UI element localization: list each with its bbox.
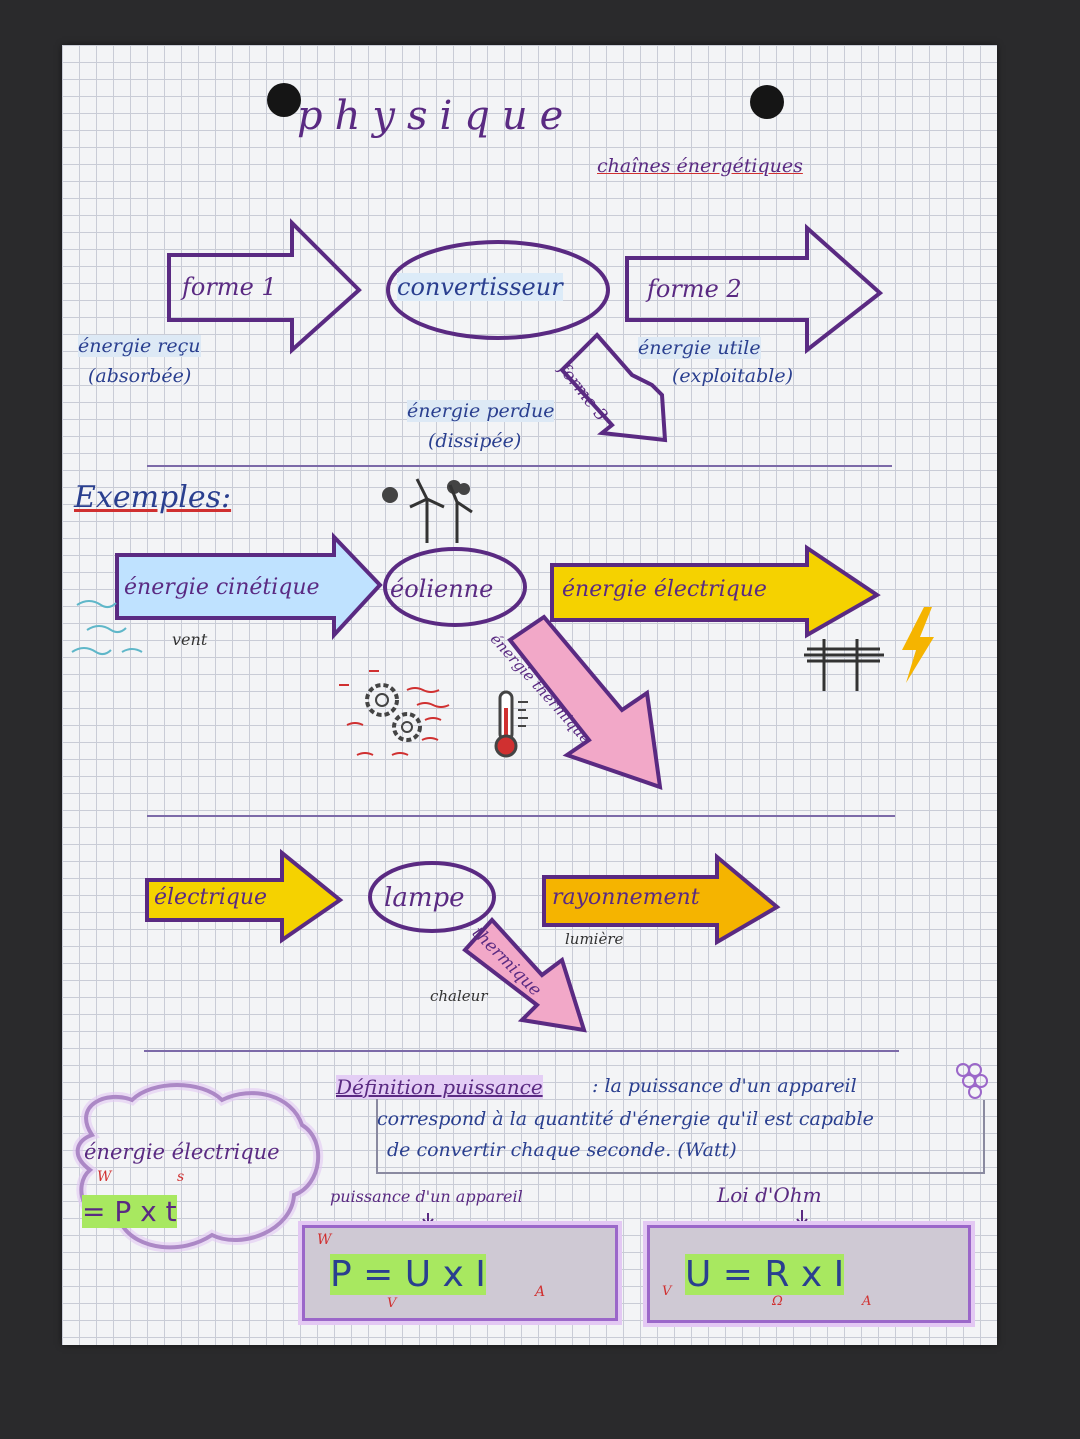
ohm-formula: U = R x I <box>685 1254 845 1295</box>
definition-line-3: de convertir chaque seconde. (Watt) <box>387 1139 737 1161</box>
wind-lines-icon <box>71 600 143 656</box>
ohm-unit-a: A <box>862 1294 872 1309</box>
examples-heading: Exemples: <box>74 480 232 515</box>
label-received-note: (absorbée) <box>88 365 192 387</box>
arrow-electric <box>550 544 881 639</box>
definition-term: Définition puissance <box>336 1075 543 1099</box>
label-electric-2: électrique <box>154 885 268 910</box>
label-received: énergie reçu <box>78 335 201 357</box>
ohm-caption: Loi d'Ohm <box>717 1183 822 1207</box>
ohm-formula-box: V U = R x I Ω A <box>647 1225 971 1323</box>
arrow-kinetic <box>115 532 383 641</box>
page-title: physique <box>297 93 576 139</box>
arrow-electric-2 <box>145 848 344 944</box>
wind-turbine-icon <box>372 477 482 547</box>
arrow-rayonnement <box>542 852 781 946</box>
label-lumiere: lumière <box>565 930 624 948</box>
label-kinetic: énergie cinétique <box>124 575 320 600</box>
label-useful-note: (exploitable) <box>672 365 793 387</box>
power-formula-box: W P = U x I V A <box>302 1225 618 1321</box>
power-pylon-icon <box>802 635 887 695</box>
label-eolienne: éolienne <box>390 575 494 603</box>
power-unit-v: V <box>387 1296 397 1311</box>
arrow-thermal <box>507 614 663 790</box>
arrow-forme2 <box>625 223 884 355</box>
power-unit-a: A <box>535 1284 546 1300</box>
divider-3 <box>144 1050 899 1052</box>
definition-line-2: correspond à la quantité d'énergie qu'il… <box>377 1108 874 1130</box>
divider-2 <box>147 815 895 817</box>
energy-label: énergie électrique <box>84 1140 280 1164</box>
arrow-thermique <box>462 917 587 1033</box>
label-converter: convertisseur <box>397 273 563 301</box>
ellipse-converter <box>386 240 610 340</box>
ellipse-lampe <box>368 861 496 933</box>
notebook-page: physique chaînes énergétiques <box>62 45 997 1345</box>
label-form2: forme 2 <box>647 275 742 303</box>
lightning-icon <box>894 605 939 685</box>
label-useful: énergie utile <box>638 337 761 359</box>
label-rayonnement: rayonnement <box>552 885 700 910</box>
label-lost-note: (dissipée) <box>428 430 522 452</box>
arrow-forme1 <box>167 218 362 355</box>
label-chaleur: chaleur <box>430 987 488 1005</box>
divider-1 <box>147 465 892 467</box>
label-form1: forme 1 <box>182 273 277 301</box>
page-subtitle: chaînes énergétiques <box>597 155 803 177</box>
thermometer-icon <box>490 690 540 760</box>
power-formula: P = U x I <box>330 1254 486 1295</box>
definition-bracket <box>376 1095 985 1174</box>
arrow-forme3 <box>559 332 668 443</box>
drawings-layer <box>71 218 985 1253</box>
energy-unit-s: s <box>177 1169 185 1185</box>
label-lampe: lampe <box>384 883 465 913</box>
ohm-unit-v: V <box>662 1284 672 1299</box>
label-electric-energy: énergie électrique <box>562 577 767 602</box>
definition-line-1: : la puissance d'un appareil <box>592 1075 857 1097</box>
punch-hole-left <box>267 83 301 117</box>
power-unit-w: W <box>317 1232 332 1248</box>
label-wind: vent <box>172 630 208 649</box>
grapes-doodle-icon <box>955 1060 991 1106</box>
punch-hole-right <box>750 85 784 119</box>
power-caption: puissance d'un appareil <box>330 1187 523 1206</box>
label-lost: énergie perdue <box>407 400 555 422</box>
energy-unit-w: W <box>97 1169 112 1185</box>
gears-icon <box>337 665 457 760</box>
ellipse-eolienne <box>383 547 527 627</box>
energy-formula: = P x t <box>82 1195 177 1228</box>
ohm-unit-ohm: Ω <box>772 1294 783 1309</box>
